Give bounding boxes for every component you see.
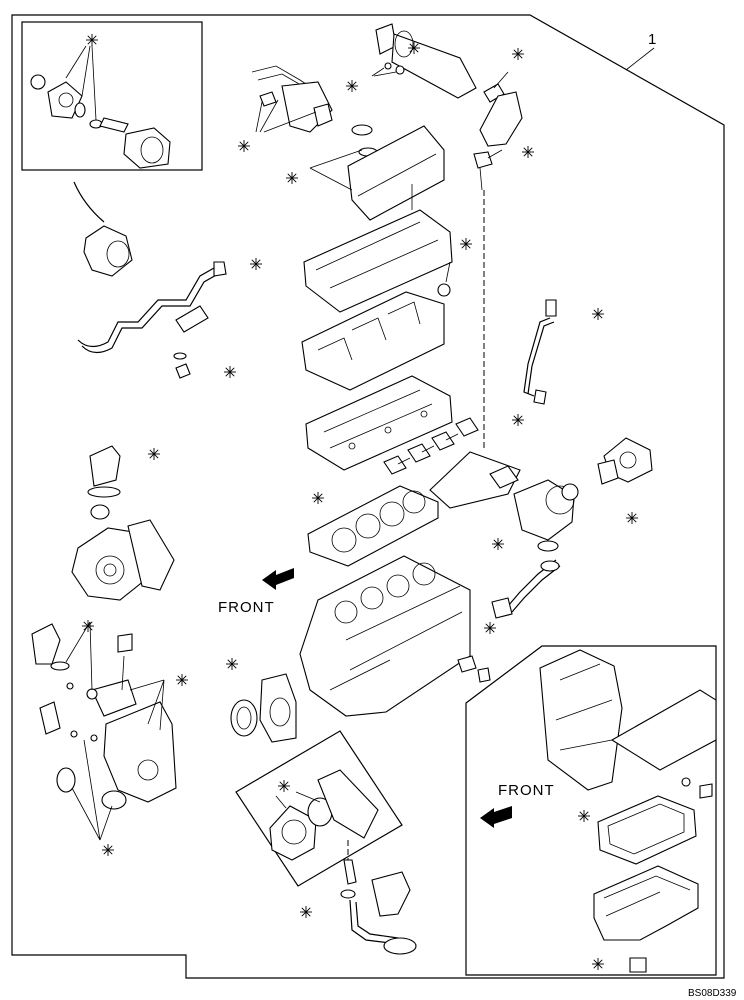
kit-marker-icon — [626, 512, 638, 524]
inset-box-thermostat — [21, 21, 203, 171]
item-callout-number: 1 — [648, 31, 656, 48]
water-pump-assembly — [71, 445, 175, 601]
kit-marker-icon — [492, 538, 504, 550]
egr-pipe — [473, 71, 523, 191]
kit-marker-icon — [238, 140, 250, 152]
inset-box-oil-pan — [465, 645, 717, 976]
rocker-arm-assembly — [301, 291, 445, 391]
kit-marker-icon — [578, 810, 590, 822]
inset-block-lower — [539, 649, 717, 799]
kit-marker-icon — [300, 906, 312, 918]
turbo-outlet-flange — [597, 437, 653, 485]
exhaust-manifold — [429, 451, 521, 509]
kit-marker-icon — [512, 414, 524, 426]
oil-pan-gasket — [597, 795, 697, 865]
kit-marker-icon — [484, 622, 496, 634]
item-callout-leader — [625, 47, 655, 71]
inset-arrow — [73, 181, 105, 223]
kit-marker-icon — [250, 258, 262, 270]
kit-marker-icon — [278, 780, 290, 792]
front-arrow-inset — [480, 806, 512, 828]
oil-strainer — [340, 840, 417, 955]
thermostat-housing — [83, 225, 133, 277]
inset-box-oil-pump — [235, 730, 403, 887]
timing-cover-assembly — [31, 621, 177, 841]
drawing-code: BS08D339 — [688, 988, 737, 999]
front-arrow-left — [262, 568, 294, 590]
oil-pump — [269, 769, 379, 861]
cylinder-block — [299, 555, 491, 717]
kit-marker-icon — [592, 958, 604, 970]
cylinder-head-gasket — [307, 485, 439, 567]
kit-marker-icon — [102, 844, 114, 856]
kit-marker-icon — [460, 238, 472, 250]
kit-outline — [11, 14, 725, 979]
rocker-cover-gasket-assembly — [303, 184, 453, 313]
egr-cooler — [371, 23, 477, 99]
kit-marker-icon — [176, 674, 188, 686]
kit-markers — [82, 34, 638, 970]
kit-marker-icon — [224, 366, 236, 378]
intake-manifold-gasket — [383, 417, 479, 475]
thermostat-parts-inset — [30, 45, 171, 169]
oil-feed-pipe — [523, 299, 557, 405]
kit-marker-icon — [286, 172, 298, 184]
kit-marker-icon — [592, 308, 604, 320]
egr-harness-parts — [251, 65, 333, 133]
kit-marker-icon — [512, 48, 524, 60]
front-label-main: FRONT — [218, 599, 275, 616]
kit-marker-icon — [148, 448, 160, 460]
kit-marker-icon — [312, 492, 324, 504]
kit-marker-icon — [226, 658, 238, 670]
front-label-inset: FRONT — [498, 782, 555, 799]
kit-marker-icon — [522, 146, 534, 158]
rear-oil-seal-retainer — [230, 673, 297, 743]
oil-pan — [593, 865, 699, 973]
kit-marker-icon — [346, 80, 358, 92]
turbocharger — [513, 479, 579, 552]
oil-return-pipe — [491, 559, 561, 619]
cylinder-head — [305, 375, 453, 471]
fuel-injection-pipes — [77, 261, 227, 379]
kit-marker-icon — [86, 34, 98, 46]
kit-marker-icon — [408, 42, 420, 54]
valve-cover — [309, 124, 445, 221]
kit-marker-icon — [82, 620, 94, 632]
